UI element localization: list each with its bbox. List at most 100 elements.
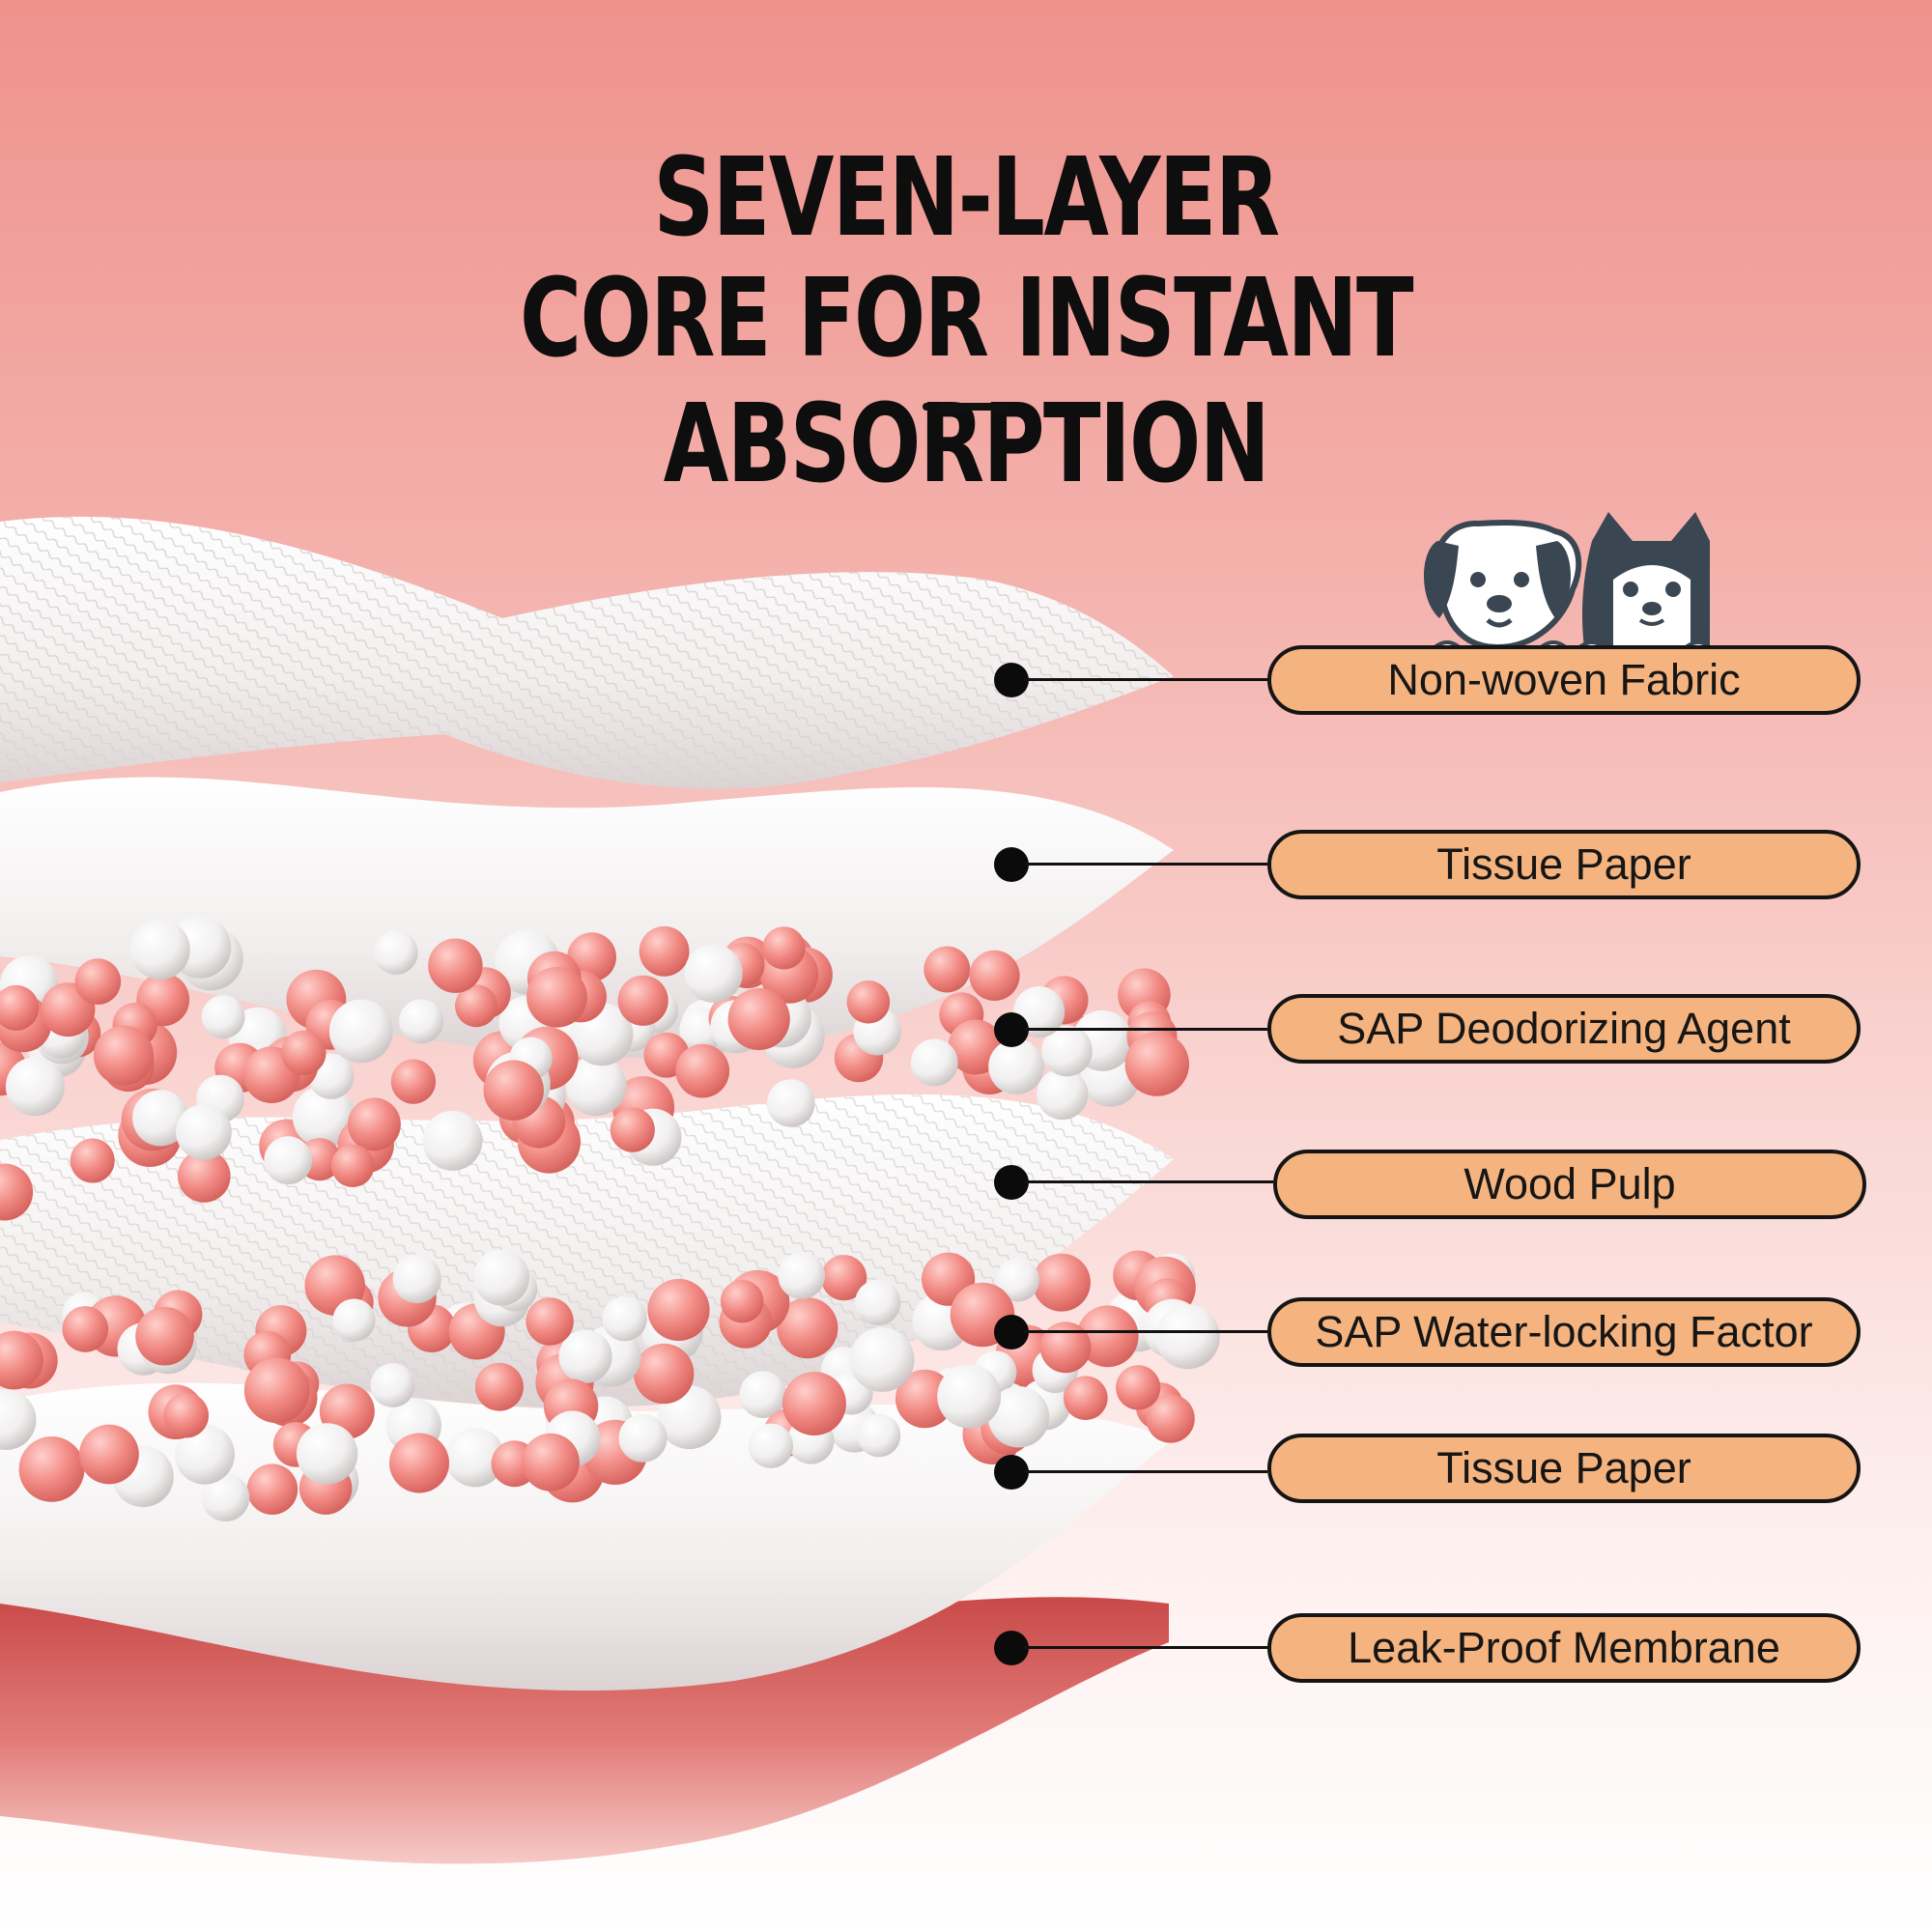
sap-bead [895, 1369, 954, 1429]
sap-bead [647, 1278, 710, 1342]
layer-4-connector [1024, 1180, 1273, 1183]
sap-bead [767, 1079, 815, 1127]
headline-line-1: SEVEN-LAYER [653, 135, 1280, 261]
sap-bead [857, 1413, 901, 1458]
sap-bead [618, 1413, 668, 1463]
layer-2-marker [994, 847, 1029, 882]
sap-bead [987, 1386, 1050, 1448]
layer-6-connector [1024, 1470, 1267, 1473]
sap-bead [778, 1252, 826, 1299]
sap-bead [422, 1110, 483, 1171]
sap-bead [163, 1392, 209, 1438]
sap-bead [855, 1279, 901, 1326]
sap-bead [1041, 1025, 1093, 1077]
sap-bead [483, 1060, 544, 1121]
sap-bead [781, 1372, 846, 1435]
sap-bead [1039, 1321, 1092, 1374]
cat-icon [1570, 512, 1710, 654]
sap-water-locking-beads [0, 1249, 1220, 1521]
layer-7-connector [1024, 1646, 1267, 1649]
sap-bead [610, 1107, 655, 1152]
sap-bead [135, 1306, 194, 1366]
sap-bead [602, 1295, 647, 1342]
sap-bead [332, 1298, 376, 1342]
sap-bead [0, 1330, 43, 1390]
layer-5-label: SAP Water-locking Factor [1267, 1297, 1861, 1367]
sap-bead [1124, 1032, 1190, 1096]
sap-bead [390, 1059, 436, 1104]
sap-bead [0, 984, 40, 1031]
sap-bead [1155, 1304, 1220, 1370]
sap-bead [762, 926, 806, 970]
sap-bead [428, 938, 483, 993]
sap-bead [347, 1097, 401, 1151]
sap-bead [178, 1150, 231, 1203]
layer-5-marker [994, 1315, 1029, 1350]
sap-bead [1064, 1376, 1108, 1420]
sap-bead [522, 1433, 580, 1492]
sap-bead [846, 980, 891, 1024]
layer-3-connector [1024, 1028, 1267, 1031]
sap-bead [70, 1138, 115, 1183]
sap-bead [243, 1357, 310, 1424]
sap-bead [0, 1163, 34, 1221]
layer-2-connector [1024, 863, 1267, 866]
sap-bead [5, 1057, 65, 1117]
layer-3-marker [994, 1012, 1029, 1047]
layer-1-marker [994, 663, 1029, 697]
title-divider [937, 403, 1010, 411]
sap-bead [473, 1249, 529, 1306]
sap-bead [292, 1085, 355, 1149]
sap-bead [93, 1025, 155, 1086]
sap-bead [389, 1433, 449, 1493]
sap-bead [617, 975, 668, 1026]
sap-bead [392, 1254, 441, 1304]
sap-deodorizing-beads [0, 916, 1190, 1221]
sap-bead [296, 1423, 358, 1485]
sap-bead [330, 1144, 375, 1188]
sap-bead [937, 1364, 1002, 1429]
sap-bead [201, 1473, 250, 1521]
headline-line-2: CORE FOR INSTANT ABSORPTION [519, 256, 1414, 507]
dog-icon [1424, 519, 1582, 654]
sap-bead [558, 1329, 612, 1383]
sap-bead [129, 920, 190, 980]
sap-bead [1146, 1394, 1195, 1443]
sap-bead [281, 1030, 327, 1075]
sap-bead [474, 1362, 524, 1411]
layer-6-label: Tissue Paper [1267, 1434, 1861, 1503]
layer-7-label: Leak-Proof Membrane [1267, 1613, 1861, 1683]
sap-bead [748, 1423, 794, 1468]
title-divider-dot [923, 403, 930, 411]
sap-bead [910, 1038, 958, 1087]
sap-bead [132, 1090, 189, 1147]
layer-5-connector [1024, 1330, 1267, 1333]
layer-7-marker [994, 1631, 1029, 1665]
layer-1-connector [1024, 678, 1267, 681]
sap-bead [996, 1258, 1039, 1302]
sap-bead [739, 1371, 787, 1418]
pet-icons [1424, 512, 1710, 654]
sap-bead [639, 925, 690, 977]
sap-bead [526, 966, 587, 1028]
layer-4-label: Wood Pulp [1273, 1150, 1866, 1219]
layer-3-label: SAP Deodorizing Agent [1267, 994, 1861, 1064]
sap-bead [849, 1327, 915, 1392]
sap-bead [1076, 1305, 1139, 1368]
layer-2-label: Tissue Paper [1267, 830, 1861, 899]
sap-bead [445, 1427, 505, 1488]
sap-bead [18, 1436, 85, 1502]
sap-bead [526, 1297, 574, 1346]
sap-bead [675, 1043, 730, 1098]
sap-bead [374, 930, 418, 975]
sap-bead [1037, 1068, 1089, 1121]
sap-bead [264, 1136, 313, 1185]
sap-bead [174, 1424, 235, 1485]
layer-1-label: Non-woven Fabric [1267, 645, 1861, 715]
layer-6-marker [994, 1455, 1029, 1490]
sap-bead [727, 987, 790, 1051]
sap-bead [565, 1055, 627, 1117]
sap-bead [370, 1363, 415, 1407]
sap-bead [74, 958, 122, 1005]
